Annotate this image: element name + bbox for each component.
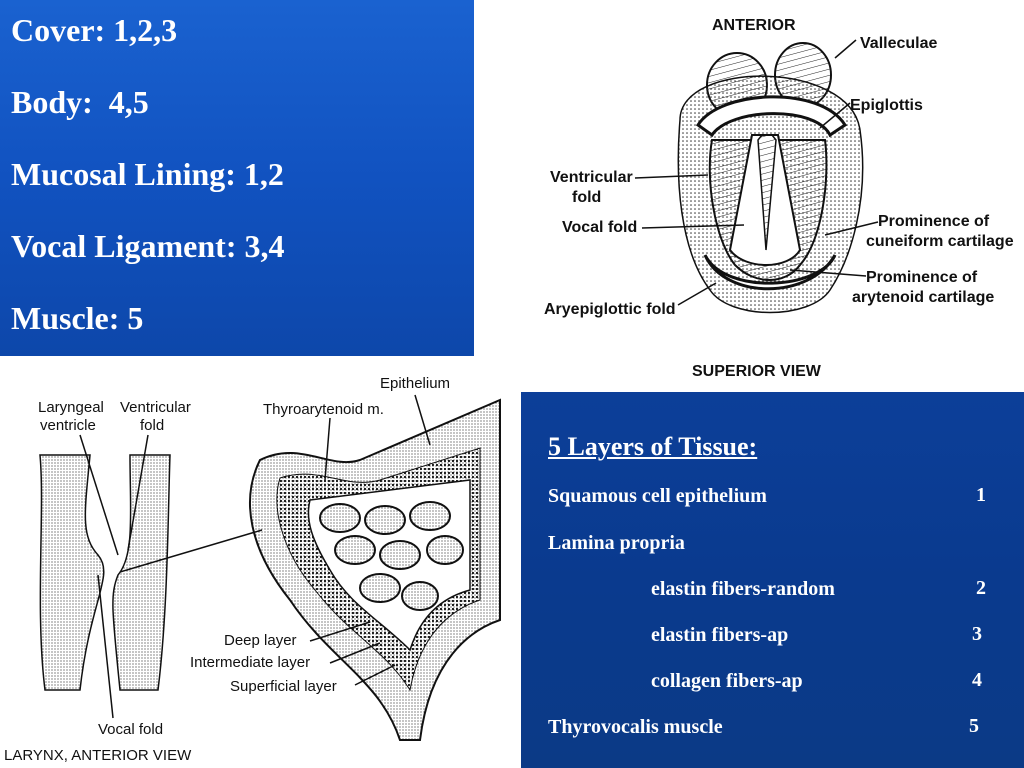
vocal-ligament-line: Vocal Ligament: 3,4	[11, 228, 285, 264]
cuneiform-label-2: cuneiform cartilage	[866, 233, 1014, 250]
cover-line: Cover: 1,2,3	[11, 12, 178, 48]
vocal-fold-label-anterior: Vocal fold	[98, 721, 163, 738]
ventricular-fold-label-b: fold	[140, 417, 164, 434]
epiglottis-shape	[695, 95, 848, 138]
cover-body-panel: Cover: 1,2,3 Body: 4,5 Mucosal Lining: 1…	[0, 0, 474, 356]
layer-row-label: elastin fibers-ap	[651, 624, 789, 646]
tissue-layers-panel: 5 Layers of Tissue: Squamous cell epithe…	[521, 392, 1024, 768]
intermediate-layer-label: Intermediate layer	[190, 654, 310, 671]
thyroarytenoid-label: Thyroarytenoid m.	[263, 401, 384, 418]
ventricular-fold-label-1: Ventricular	[550, 169, 633, 186]
arytenoid-label-1: Prominence of	[866, 269, 978, 286]
superior-view-caption: SUPERIOR VIEW	[692, 363, 822, 380]
layers-title: 5 Layers of Tissue:	[548, 432, 758, 461]
anterior-label: ANTERIOR	[712, 17, 796, 34]
vocal-fold-label: Vocal fold	[562, 219, 637, 236]
valleculae-label: Valleculae	[860, 35, 937, 52]
epithelium-label: Epithelium	[380, 375, 450, 392]
body-line: Body: 4,5	[11, 84, 149, 120]
layer-row-label: collagen fibers-ap	[651, 670, 803, 692]
ventricular-fold-label-2: fold	[572, 189, 601, 206]
layer-row-label: Lamina propria	[548, 532, 685, 554]
left-wall-shape	[39, 454, 105, 691]
layer-row-label: elastin fibers-random	[651, 578, 835, 600]
layer-row-label: Squamous cell epithelium	[548, 485, 767, 507]
right-wall-shape	[112, 454, 171, 691]
cuneiform-label-1: Prominence of	[878, 213, 990, 230]
arytenoid-shape	[703, 254, 837, 291]
layer-row-number: 1	[976, 484, 986, 506]
deep-layer-label: Deep layer	[224, 632, 297, 649]
aryepiglottic-fold-label: Aryepiglottic fold	[544, 301, 676, 318]
layer-row-number: 2	[976, 577, 986, 599]
layer-row-number: 3	[972, 623, 982, 645]
layer-row-number: 4	[972, 669, 982, 691]
layer-row-number: 5	[969, 715, 979, 737]
epiglottis-label: Epiglottis	[850, 97, 923, 114]
muscle-line: Muscle: 5	[11, 300, 144, 336]
layer-row-label: Thyrovocalis muscle	[548, 716, 723, 738]
mucosal-lining-line: Mucosal Lining: 1,2	[11, 156, 284, 192]
ventricular-fold-label-a: Ventricular	[120, 399, 191, 416]
laryngeal-ventricle-label-2: ventricle	[40, 417, 96, 434]
anterior-view-caption: LARYNX, ANTERIOR VIEW	[4, 747, 192, 764]
anterior-view-diagram: Laryngeal ventricle Ventricular fold Epi…	[0, 360, 521, 768]
superficial-layer-label: Superficial layer	[230, 678, 337, 695]
laryngeal-ventricle-label-1: Laryngeal	[38, 399, 104, 416]
superior-view-diagram: ANTERIOR Valleculae Epiglottis Ventricul…	[530, 0, 1024, 392]
vocal-fold-shape	[757, 134, 777, 251]
arytenoid-label-2: arytenoid cartilage	[852, 289, 994, 306]
